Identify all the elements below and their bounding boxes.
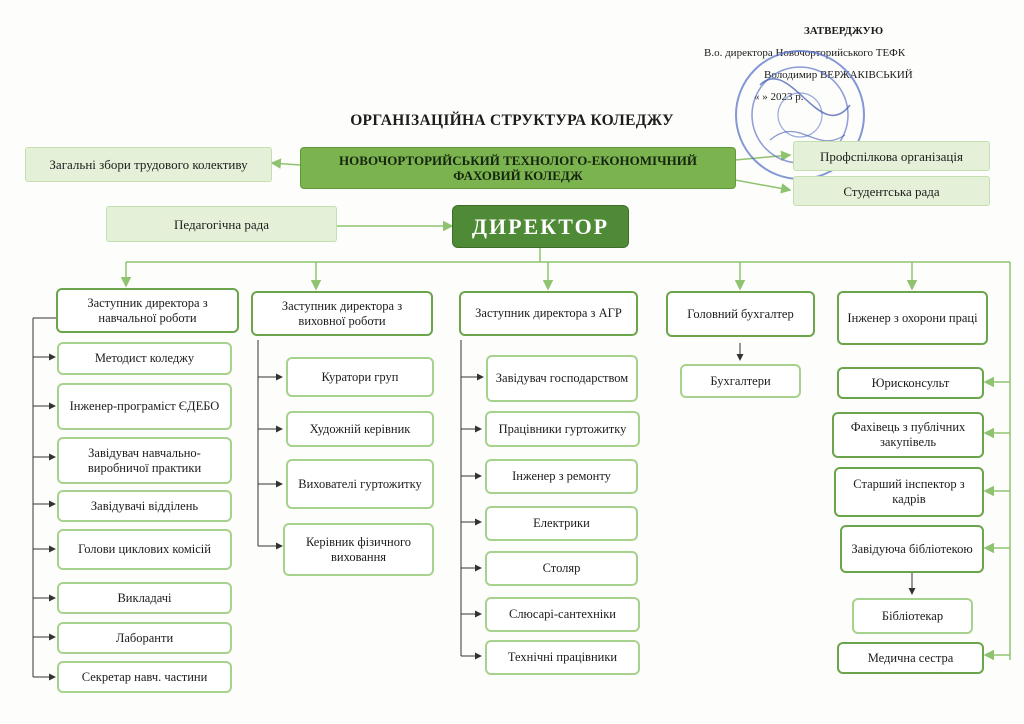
- student-council-box: Студентська рада: [793, 176, 990, 206]
- col3-item-carpenter: Столяр: [485, 551, 638, 586]
- col1-item-department-heads: Завідувачі відділень: [57, 490, 232, 522]
- deputy-agr-box: Заступник директора з АГР: [459, 291, 638, 336]
- col4-item-accountants: Бухгалтери: [680, 364, 801, 398]
- right-item-nurse: Медична сестра: [837, 642, 984, 674]
- col3-item-dorm-workers: Працівники гуртожитку: [485, 411, 640, 447]
- director-box: ДИРЕКТОР: [452, 205, 629, 248]
- col3-item-technical-staff: Технічні працівники: [485, 640, 640, 675]
- deputy-education-box: Заступник директора з навчальної роботи: [56, 288, 239, 333]
- col1-item-secretary: Секретар навч. частини: [57, 661, 232, 693]
- trade-union-box: Профспілкова організація: [793, 141, 990, 171]
- col3-item-household-head: Завідувач господарством: [486, 355, 638, 402]
- col1-item-teachers: Викладачі: [57, 582, 232, 614]
- pedagogical-council-box: Педагогічна рада: [106, 206, 337, 242]
- col3-item-electricians: Електрики: [485, 506, 638, 541]
- general-meeting-box: Загальні збори трудового колективу: [25, 147, 272, 182]
- approval-block: ЗАТВЕРДЖУЮ В.о. директора Новочорторийсь…: [694, 20, 954, 108]
- col3-item-repair-engineer: Інженер з ремонту: [485, 459, 638, 494]
- college-name-box: НОВОЧОРТОРИЙСЬКИЙ ТЕХНОЛОГО-ЕКОНОМІЧНИЙ …: [300, 147, 736, 189]
- approval-name: Володимир ВЕРЖАКІВСЬКИЙ: [764, 69, 913, 81]
- col1-item-practice-head: Завідувач навчально-виробничої практики: [57, 437, 232, 484]
- col2-item-curators: Куратори груп: [286, 357, 434, 397]
- col1-item-programmer: Інженер-програміст ЄДЕБО: [57, 383, 232, 430]
- approval-position: В.о. директора Новочорторийського ТЕФК: [704, 47, 906, 59]
- right-item-librarian-head: Завідуюча бібліотекою: [840, 525, 984, 573]
- right-item-hr-inspector: Старший інспектор з кадрів: [834, 467, 984, 517]
- right-item-legal-adviser: Юрисконсульт: [837, 367, 984, 399]
- col2-item-dorm-educators: Вихователі гуртожитку: [286, 459, 434, 509]
- labor-safety-engineer-box: Інженер з охорони праці: [837, 291, 988, 345]
- right-item-procurement-specialist: Фахівець з публічних закупівель: [832, 412, 984, 458]
- deputy-upbringing-box: Заступник директора з виховної роботи: [251, 291, 433, 336]
- right-item-librarian: Бібліотекар: [852, 598, 973, 634]
- col1-item-lab-assistants: Лаборанти: [57, 622, 232, 654]
- approval-date: « » 2023 р.: [754, 91, 804, 103]
- col1-item-methodist: Методист коледжу: [57, 342, 232, 375]
- col2-item-pe-head: Керівник фізичного виховання: [283, 523, 434, 576]
- col3-item-plumbers: Слюсарі-сантехніки: [485, 597, 640, 632]
- page-title: ОРГАНІЗАЦІЙНА СТРУКТУРА КОЛЕДЖУ: [350, 112, 674, 129]
- approval-heading: ЗАТВЕРДЖУЮ: [804, 25, 884, 37]
- chief-accountant-box: Головний бухгалтер: [666, 291, 815, 337]
- col2-item-art-director: Художній керівник: [286, 411, 434, 447]
- col1-item-commission-heads: Голови циклових комісій: [57, 529, 232, 570]
